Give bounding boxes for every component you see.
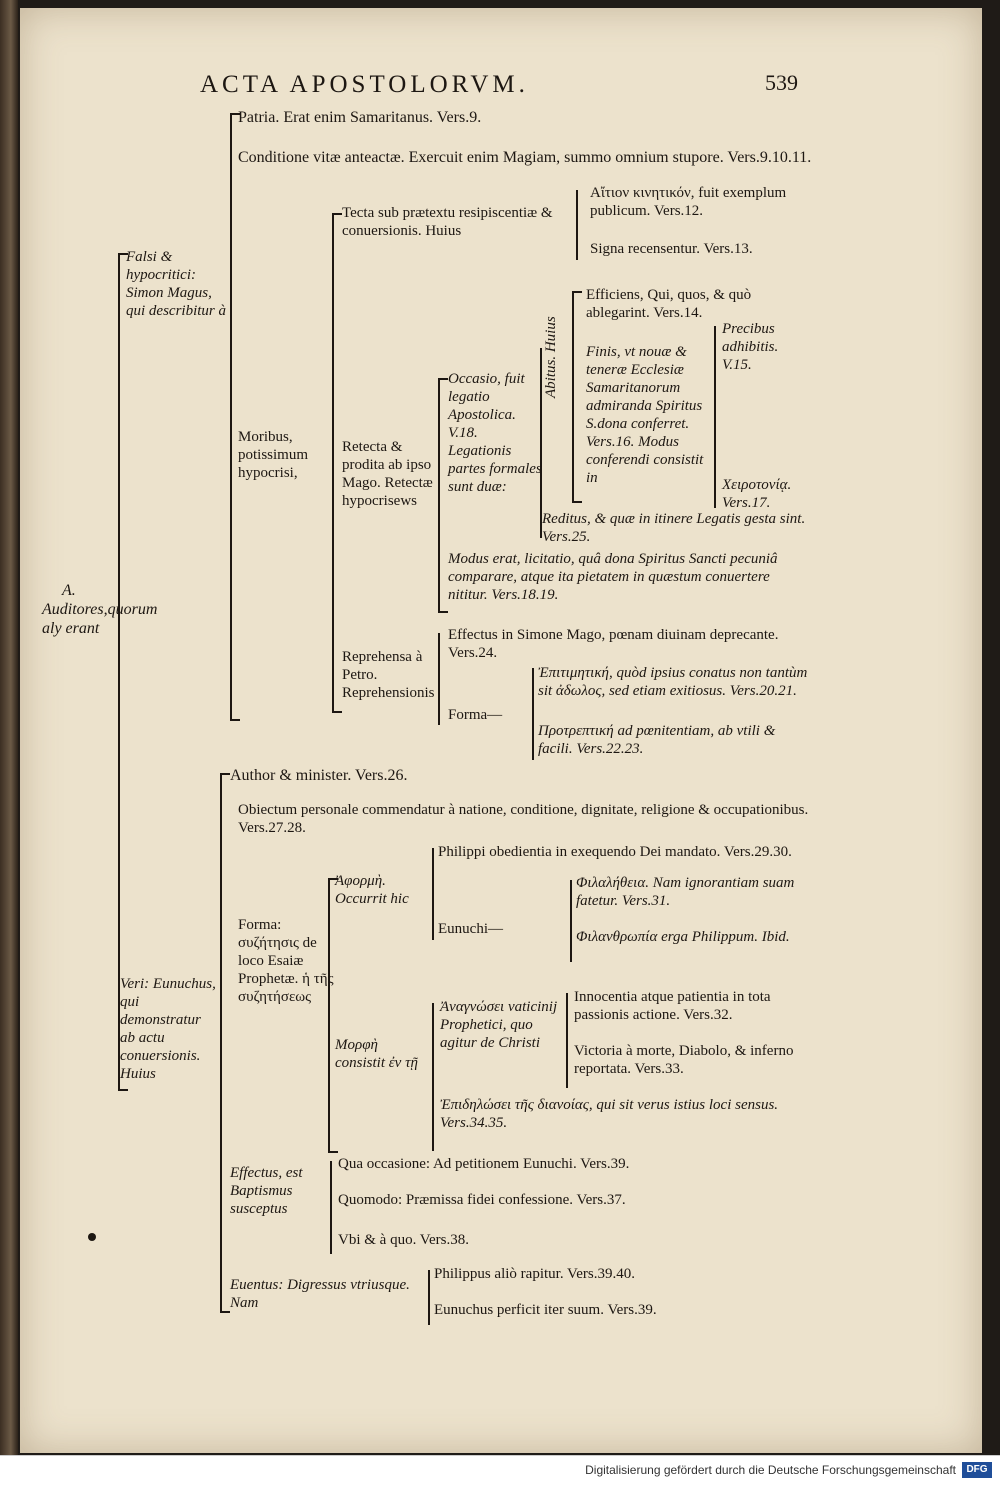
running-title: ACTA APOSTOLORVM.: [200, 71, 529, 98]
conditione-entry: Conditione vitæ anteactæ. Exercuit enim …: [238, 149, 812, 166]
efficiens-entry: Efficiens, Qui, quos, & quò ablegarint. …: [586, 287, 752, 321]
bracket-modus-conferendi: [714, 326, 716, 508]
bracket-falsi: [230, 113, 232, 721]
patria-entry: Patria. Erat enim Samaritanus. Vers.9.: [238, 109, 482, 126]
book-spine: [0, 0, 18, 1485]
aphorme-label: Ἀφορμὴ. Occurrit hic: [335, 873, 409, 907]
anagnosis-entry: Ἀναγνώσει vaticinij Prophetici, quo agit…: [440, 999, 558, 1051]
finis-entry: Finis, vt nouæ & teneræ Ecclesiæ Samarit…: [586, 344, 704, 486]
eunuchi-entry: Eunuchi—: [438, 921, 503, 937]
bracket-effectus: [330, 1161, 332, 1254]
bracket-falsi-top: [230, 113, 240, 115]
reprehensa-forma: Forma—: [448, 707, 503, 723]
bracket-abitus-bottom: [572, 501, 582, 503]
occasio-entry: Occasio, fuit legatio Apostolica. V.18. …: [448, 371, 542, 495]
quomodo-entry: Quomodo: Præmissa fidei confessione. Ver…: [338, 1192, 626, 1208]
tecta-item-2: Signa recensentur. Vers.13.: [590, 241, 753, 257]
book-page: ACTA APOSTOLORVM. 539 A. Auditores,quoru…: [20, 8, 982, 1453]
modus-entry: Modus erat, licitatio, quâ dona Spiritus…: [448, 551, 778, 603]
forma-item-2: Προτρεπτική ad pœnitentiam, ab vtili & f…: [538, 723, 776, 757]
bracket-retecta-bottom: [438, 611, 448, 613]
root-letter: A.: [62, 582, 76, 599]
tecta-item-1: Αἴτιον κινητικόν, fuit exemplum publicum…: [590, 185, 787, 219]
qua-entry: Qua occasione: Ad petitionem Eunuchi. Ve…: [338, 1156, 630, 1172]
innocentia-entry: Innocentia atque patientia in tota passi…: [574, 989, 771, 1023]
bracket-veri-forma: [328, 878, 330, 1153]
bracket-euentus: [428, 1270, 430, 1325]
bracket-moribus: [332, 213, 334, 713]
reprehensa-label: Reprehensa à Petro. Reprehensionis: [342, 649, 435, 701]
reprehensa-effectus: Effectus in Simone Mago, pœnam diuinam d…: [448, 627, 779, 661]
forma-item-1: Ἐπιτιμητική, quòd ipsius conatus non tan…: [538, 665, 808, 699]
euentus-label: Euentus: Digressus vtriusque. Nam: [230, 1277, 410, 1311]
root-label: Auditores,quorum aly erant: [42, 601, 158, 638]
digitization-footer: Digitalisierung gefördert durch die Deut…: [0, 1455, 1000, 1486]
morphe-label: Μορφὴ consistit ἐν τῇ: [335, 1037, 418, 1071]
bracket-root-bottom: [118, 1089, 128, 1091]
bracket-veri-forma-bottom: [328, 1151, 338, 1153]
bracket-veri-top: [220, 773, 230, 775]
reditus-entry: Reditus, & quæ in itinere Legatis gesta …: [542, 511, 806, 545]
footer-credit: Digitalisierung gefördert durch die Deut…: [585, 1463, 956, 1477]
bracket-abitus: [572, 291, 574, 503]
philippus-entry: Philippus aliò rapitur. Vers.39.40.: [434, 1266, 635, 1282]
falsi-label: Falsi & hypocritici: Simon Magus, qui de…: [126, 249, 226, 319]
dfg-logo: DFG: [962, 1462, 992, 1478]
bracket-root-top: [118, 253, 128, 255]
bracket-occasio: [540, 348, 542, 538]
bracket-retecta-top: [438, 378, 448, 380]
bracket-morphe: [432, 1003, 434, 1151]
abitus-label: Abitus. Huius: [543, 316, 559, 398]
obiectum-entry: Obiectum personale commendatur à natione…: [238, 802, 809, 836]
tecta-label: Tecta sub prætextu resipiscentiæ & conue…: [342, 205, 553, 239]
bracket-aphorme: [432, 848, 434, 940]
victoria-entry: Victoria à morte, Diabolo, & inferno rep…: [574, 1043, 794, 1077]
bracket-christi: [566, 993, 568, 1088]
bracket-root: [118, 253, 120, 1091]
bracket-moribus-top: [332, 213, 342, 215]
precibus-entry: Precibus adhibitis. V.15.: [722, 321, 779, 373]
page-number: 539: [765, 70, 798, 95]
bracket-veri: [220, 773, 222, 1313]
moribus-label: Moribus, potissimum hypocrisi,: [238, 429, 309, 481]
epidelosis-entry: Ἐπιδηλώσει τῆς διανοίας, qui sit verus i…: [440, 1097, 779, 1131]
bracket-veri-forma-top: [328, 878, 338, 880]
chirotonia-entry: Χειροτονίᾳ. Vers.17.: [722, 477, 792, 511]
bracket-retecta: [438, 378, 440, 613]
vbi-entry: Vbi & à quo. Vers.38.: [338, 1232, 469, 1248]
author-entry: Author & minister. Vers.26.: [230, 767, 408, 784]
veri-forma-label: Forma: συζήτησις de loco Esaiæ Prophetæ.…: [238, 917, 334, 1005]
effectus-label: Effectus, est Baptismus susceptus: [230, 1165, 303, 1217]
veri-label: Veri: Eunuchus, qui demonstratur ab actu…: [120, 976, 216, 1082]
bracket-eunuchi: [570, 880, 572, 962]
philippi-entry: Philippi obedientia in exequendo Dei man…: [438, 844, 792, 860]
philalethia-entry: Φιλαλήθεια. Nam ignorantiam suam fatetur…: [576, 875, 795, 909]
bracket-tecta: [576, 190, 578, 260]
retecta-label: Retecta & prodita ab ipso Mago. Retectæ …: [342, 439, 433, 509]
eunuchus-entry: Eunuchus perficit iter suum. Vers.39.: [434, 1302, 657, 1318]
bracket-reprehensa: [438, 633, 440, 725]
bracket-forma-reprehensionis: [532, 668, 534, 760]
bracket-moribus-bottom: [332, 711, 342, 713]
bracket-abitus-top: [572, 291, 582, 293]
philanthropia-entry: Φιλανθρωπία erga Philippum. Ibid.: [576, 929, 790, 945]
bracket-veri-bottom: [220, 1311, 230, 1313]
bracket-falsi-bottom: [230, 719, 240, 721]
ink-spot: [88, 1233, 96, 1241]
